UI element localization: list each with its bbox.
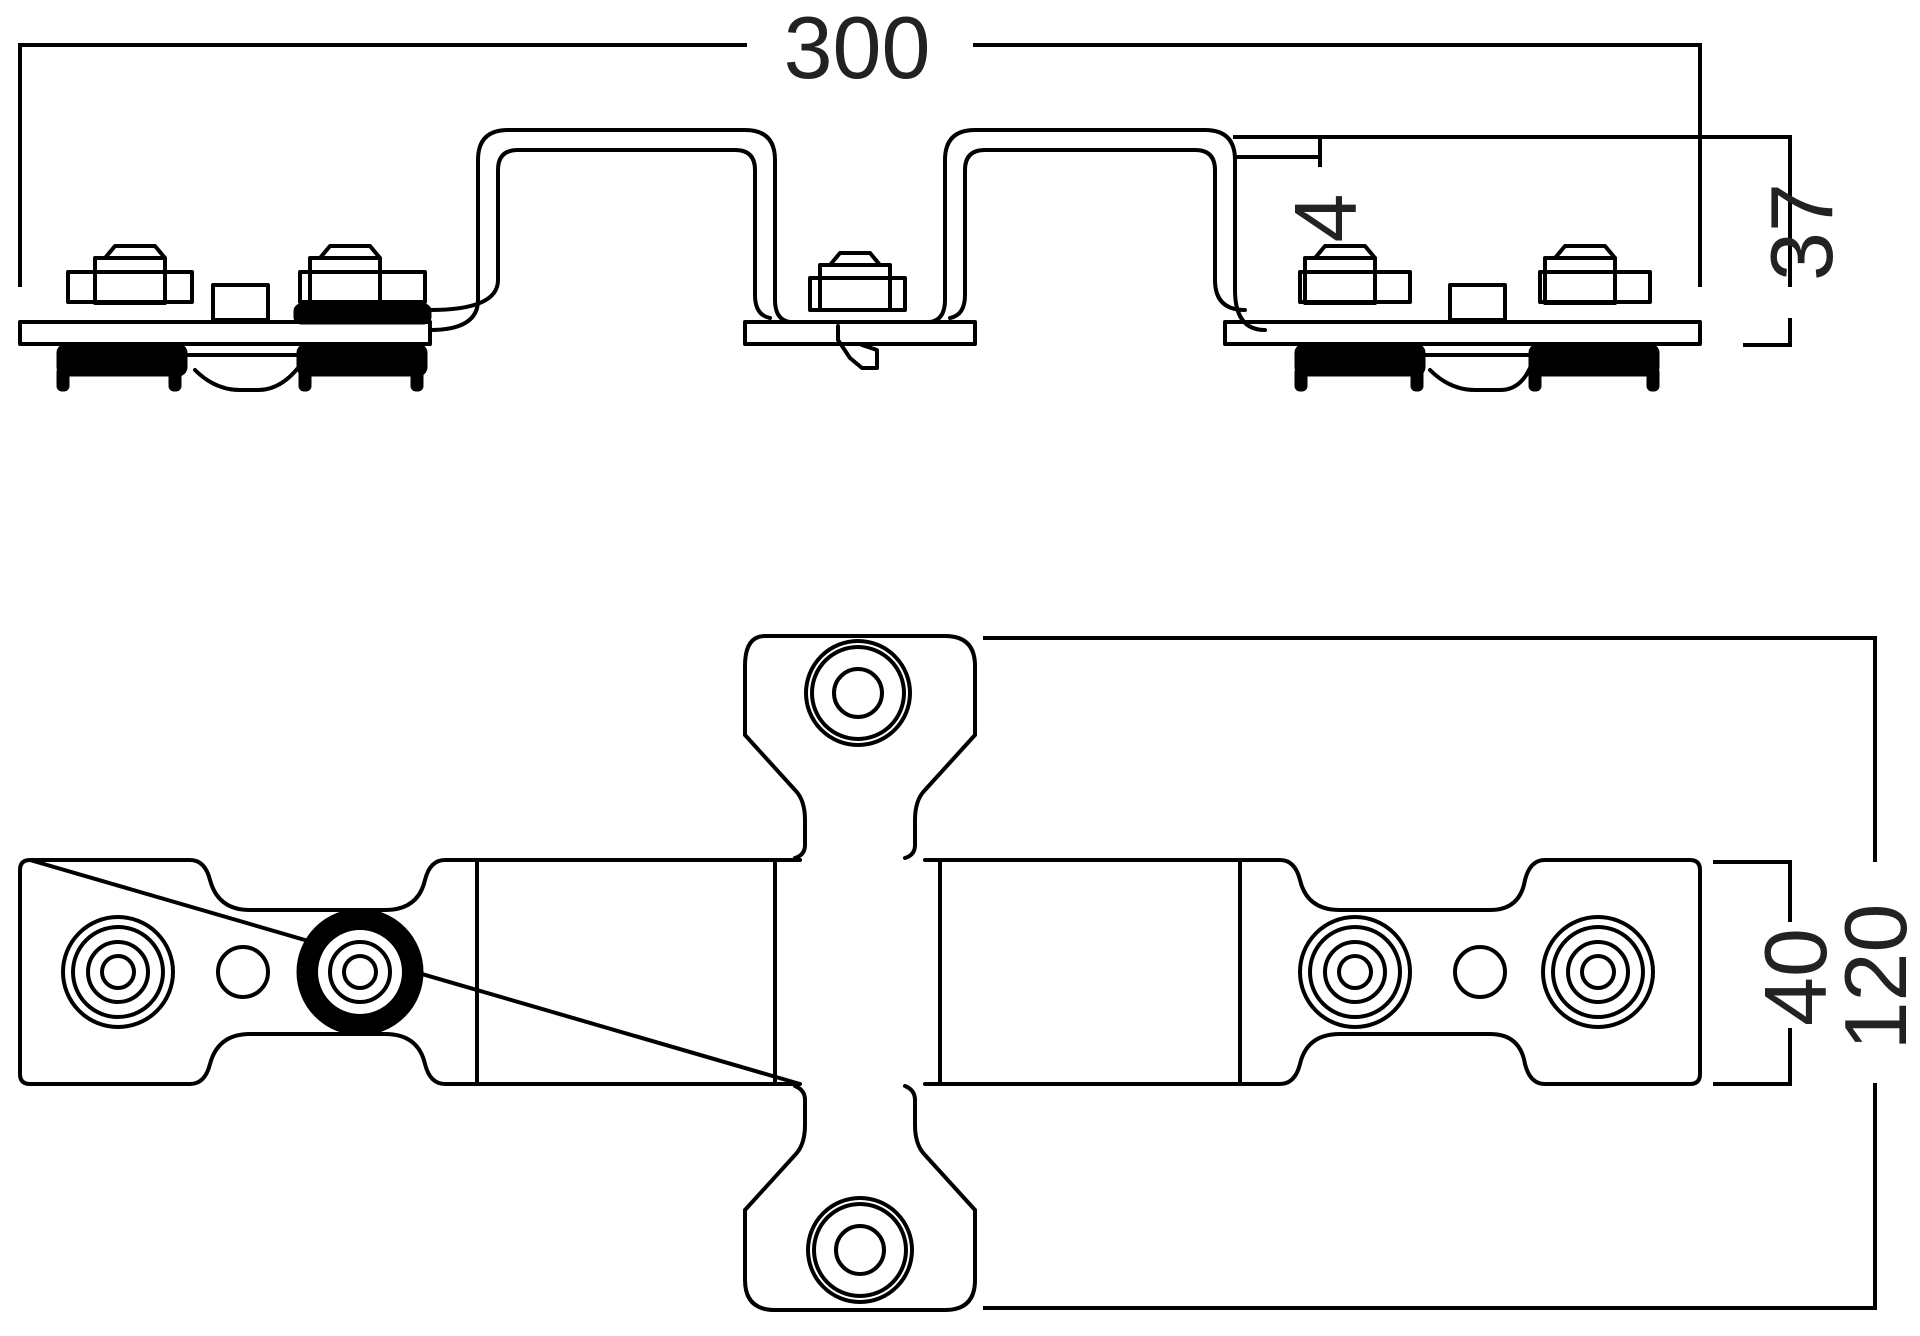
plan-view — [18, 634, 1702, 1312]
dimension-labels: 300 37 4 40 120 — [784, 0, 1920, 1050]
bolt-top-center — [804, 639, 912, 747]
bolt-right-outer — [1541, 915, 1655, 1029]
hex-nut-1 — [93, 244, 167, 305]
hole-right-mid — [1453, 945, 1507, 999]
hex-nut-4 — [1543, 244, 1617, 305]
hex-nut-2 — [308, 244, 382, 305]
left-clamp-side — [56, 244, 432, 392]
bent-strap-inner — [428, 148, 1247, 320]
dim-120: 120 — [1826, 904, 1920, 1051]
side-view — [18, 128, 1702, 392]
spacer-block-right — [1448, 283, 1507, 322]
bolt-bottom-center — [806, 1196, 914, 1304]
center-cross-plate — [743, 634, 977, 1312]
bent-strap-outer — [428, 128, 1267, 332]
dim-40: 40 — [1746, 928, 1845, 1026]
hex-nut-3 — [1303, 244, 1377, 305]
bolt-right-inner — [1298, 915, 1412, 1029]
bolt-left-outer — [61, 915, 175, 1029]
spacer-block — [211, 283, 270, 322]
bolt-left-inner — [296, 908, 424, 1036]
dimension-lines — [18, 43, 1877, 1310]
right-clamp-side — [1294, 244, 1660, 392]
dim-4: 4 — [1276, 194, 1375, 243]
center-base-plate — [743, 320, 977, 346]
left-base-plate — [18, 320, 432, 346]
center-clamp-side — [808, 251, 907, 370]
right-strap-outline — [923, 858, 1702, 1086]
hex-nut-center — [818, 251, 892, 312]
hole-left-mid — [216, 945, 270, 999]
dim-300: 300 — [784, 0, 931, 97]
right-base-plate — [1223, 320, 1702, 346]
dim-37: 37 — [1752, 183, 1851, 281]
left-strap-outline — [18, 858, 802, 1086]
